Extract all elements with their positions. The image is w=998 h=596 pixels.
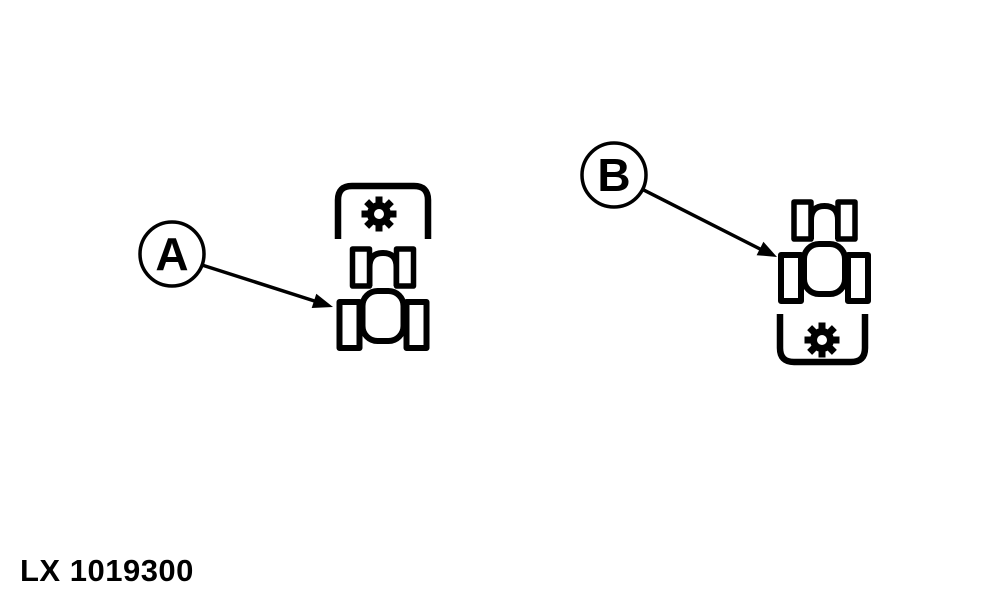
tractor-top-view-icon [340,249,427,348]
callout-b-arrow-line [641,187,763,252]
figure-id-label: LX 1019300 [20,553,194,588]
callout-b-circle [580,141,648,209]
callout-a: A [138,220,333,308]
implement-bracket-rear [776,314,869,366]
gear-icon [804,322,840,358]
gear-icon [361,196,397,232]
callout-b-arrowhead [756,241,777,257]
callout-a-arrowhead [311,293,333,308]
tractor-rear-implement-icon [776,202,869,366]
callout-a-label: A [155,228,188,280]
callout-b-label: B [597,149,630,201]
tractor-top-view-icon [781,202,868,301]
callout-b: B [580,141,777,257]
implement-bracket-front [334,182,432,239]
tractor-front-implement-icon [334,182,432,348]
callout-a-arrow-line [201,263,317,304]
callout-a-circle [138,220,206,288]
